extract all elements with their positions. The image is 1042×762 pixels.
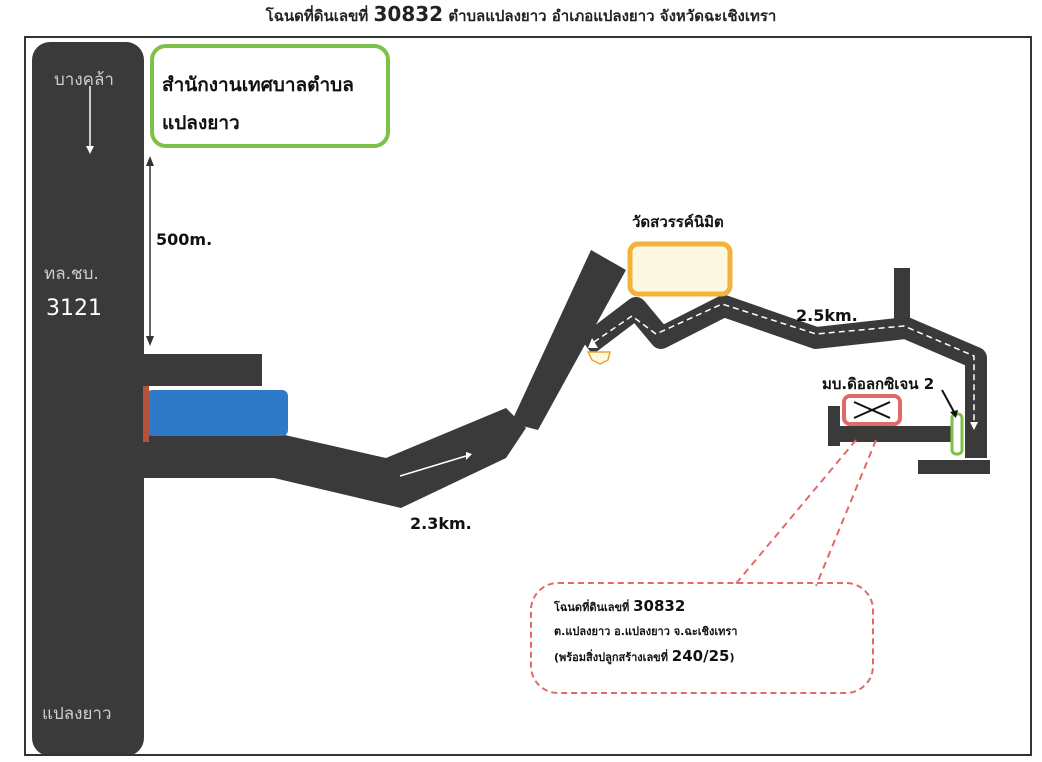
side-road: [136, 354, 262, 386]
route-arrow-head-1: [466, 452, 472, 460]
road-label-top: บางคล้า: [54, 70, 114, 90]
title-location: ตำบลแปลงยาว อำเภอแปลงยาว จังหวัดฉะเชิงเท…: [448, 7, 777, 25]
road-number: 3121: [46, 296, 102, 321]
east-road-bottom: [918, 460, 990, 474]
callout-building-prefix: (พร้อมสิ่งปลูกสร้างเลขที่: [554, 651, 668, 664]
green-gate: [950, 412, 964, 456]
small-marker: [586, 351, 611, 365]
route-arrow-head-2: [970, 422, 978, 430]
road-label-code: ทล.ชบ.: [44, 264, 99, 284]
distance-2-5km: 2.5km.: [796, 306, 858, 325]
office-landmark: สำนักงานเทศบาลตำบล แปลงยาว: [150, 44, 390, 148]
temple-label: วัดสวรรค์นิมิต: [632, 213, 724, 231]
title-prefix: โฉนดที่ดินเลขที่: [265, 7, 369, 25]
title-deed-number: 30832: [373, 2, 444, 26]
main-road: [32, 42, 144, 754]
callout-building-number: 240/25: [671, 647, 730, 665]
route-arrow-head-3: [588, 338, 598, 348]
callout-pointer-2: [815, 439, 877, 587]
cross-icon-2: [853, 401, 891, 419]
route-arrow-icon: [399, 455, 467, 477]
callout-pointer: [733, 439, 857, 587]
temple-box: [627, 241, 733, 297]
double-arrow-head-bottom: [146, 336, 154, 346]
map-canvas: [32, 42, 990, 754]
route-dashed-path: [593, 303, 975, 424]
office-line-2: แปลงยาว: [162, 112, 240, 134]
callout-deed-number: 30832: [633, 597, 686, 615]
callout-deed-prefix: โฉนดที่ดินเลขที่: [554, 601, 630, 614]
village-pointer-head: [950, 410, 958, 418]
arrow-down-head: [86, 146, 94, 154]
village-road: [828, 426, 952, 442]
office-line-1: สำนักงานเทศบาลตำบล: [162, 74, 354, 96]
village-label: มบ.ดิอลกซิเจน 2: [822, 375, 935, 393]
red-fence: [143, 386, 149, 442]
village-pointer: [941, 389, 955, 413]
page-title: โฉนดที่ดินเลขที่ 30832 ตำบลแปลงยาว อำเภอ…: [0, 2, 1042, 28]
diagonal-road: [511, 250, 626, 430]
road-label-bottom: แปลงยาว: [42, 704, 112, 724]
callout-line-2: ต.แปลงยาว อ.แปลงยาว จ.ฉะเชิงเทรา: [554, 625, 738, 638]
east-spur-north: [894, 268, 910, 338]
distance-2-3km: 2.3km.: [410, 514, 472, 533]
callout-line-3: (พร้อมสิ่งปลูกสร้างเลขที่ 240/25): [554, 644, 872, 670]
deed-callout: โฉนดที่ดินเลขที่ 30832 ต.แปลงยาว อ.แปลงย…: [530, 582, 874, 694]
blue-building: [146, 390, 288, 436]
callout-building-suffix: ): [729, 651, 735, 664]
map-frame: บางคล้า ทล.ชบ. 3121 แปลงยาว สำนักงานเทศบ…: [24, 36, 1032, 756]
double-arrow-head-top: [146, 156, 154, 166]
callout-line-1: โฉนดที่ดินเลขที่ 30832: [554, 594, 872, 620]
distance-500m: 500m.: [156, 230, 213, 249]
village-road-spur: [828, 406, 840, 446]
east-road: [579, 295, 987, 458]
